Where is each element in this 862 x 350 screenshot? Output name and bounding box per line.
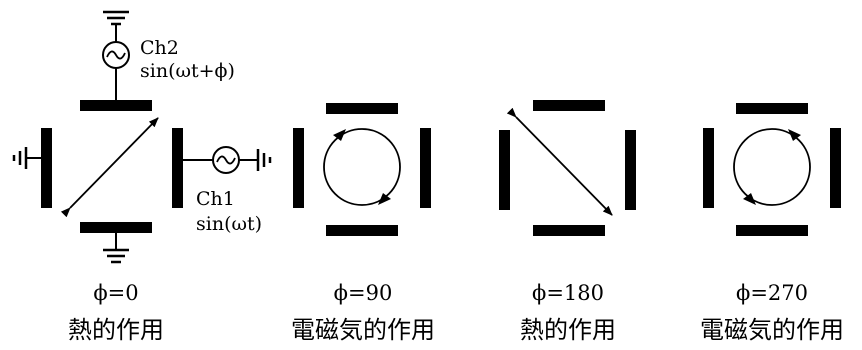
ch1-signal: sin(ωt) [196,213,262,235]
electrode-bottom [326,225,398,236]
ground-symbol-right [256,149,272,171]
phase-label: ϕ=0 [93,281,138,305]
panel-phi-180 [499,100,636,236]
rotation-circle [323,128,401,206]
phase-label: ϕ=90 [334,281,393,305]
electrode-right [625,130,636,210]
effect-label: 熱的作用 [520,316,616,344]
electrode-bottom [80,222,152,233]
effect-label: 電磁気的作用 [700,316,844,344]
rotation-arrow-icon [333,129,346,141]
rotation-arrow-icon [743,193,756,205]
ground-symbol-top [103,10,129,42]
electrode-bottom [736,225,808,236]
electrode-left [293,128,304,208]
rotation-circle [733,128,811,206]
ch2-signal: sin(ωt+ϕ) [140,60,235,82]
electrode-right [172,128,183,208]
linear-oscillation-arrow [506,107,613,216]
linear-oscillation-arrow [60,117,159,218]
effect-label: 電磁気的作用 [291,316,435,344]
panel-phi-0: Ch2 sin(ωt+ϕ) Ch1 sin(ωt) [12,10,272,264]
ac-source-ch2-icon [102,41,130,100]
panel-phi-90 [293,103,431,236]
effect-label: 熱的作用 [68,316,164,344]
ac-source-ch1-icon [183,146,258,174]
electrode-right [830,128,841,208]
rotation-arrow-icon [378,193,391,205]
electrode-left [703,128,714,208]
electrode-top [80,100,152,111]
ch1-name: Ch1 [196,188,235,210]
ground-symbol-left [12,147,41,169]
electrode-right [420,128,431,208]
electrode-top [736,103,808,114]
phase-label: ϕ=270 [736,281,808,305]
rotation-arrow-icon [788,129,801,141]
electrode-top [326,103,398,114]
electrode-bottom [533,225,605,236]
ground-symbol-bottom [103,233,129,264]
ch2-name: Ch2 [140,37,179,59]
electrode-left [499,130,510,210]
electrode-top [533,100,605,111]
panel-phi-270 [703,103,841,236]
electrode-left [41,128,52,208]
phase-label: ϕ=180 [532,281,604,305]
